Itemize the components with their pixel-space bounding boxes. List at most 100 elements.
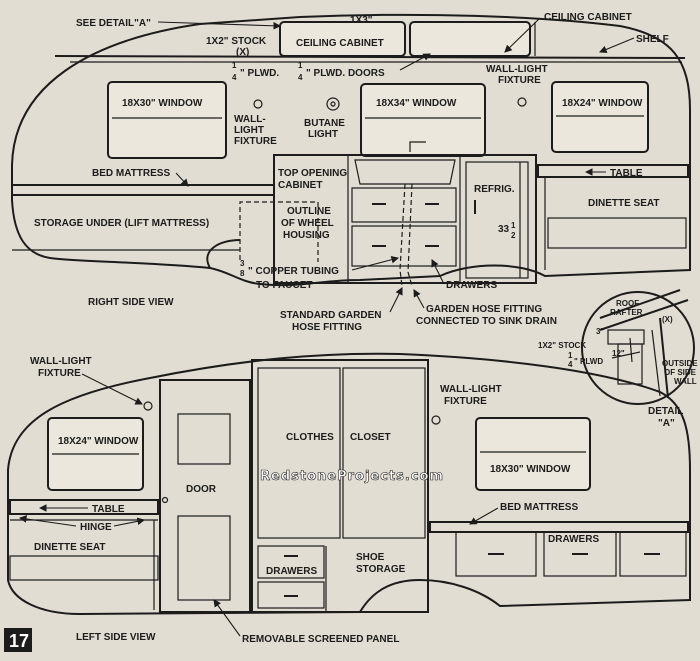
label-detail-plwd: " PLWD: [574, 357, 603, 366]
left-closet: [251, 359, 429, 613]
label-roof-rafter: RAFTER: [610, 308, 643, 317]
left-door: [159, 379, 251, 613]
left-side-view-title: LEFT SIDE VIEW: [76, 632, 156, 643]
svg-text:3: 3: [240, 259, 245, 268]
butane-light-icon: [326, 97, 340, 111]
figure-number-badge: [4, 628, 32, 652]
label-closet: CLOSET: [350, 432, 391, 443]
label-wall-light-fixture-right: FIXTURE: [498, 75, 541, 86]
right-window-18x24: [551, 81, 649, 153]
door-knob-icon: [161, 496, 169, 504]
right-side-view-title: RIGHT SIDE VIEW: [88, 297, 174, 308]
svg-text:4: 4: [568, 360, 573, 369]
svg-text:OUTLINE: OUTLINE: [287, 206, 331, 217]
bed-drawer-1: [455, 531, 537, 577]
label-table-right: TABLE: [610, 168, 643, 179]
closet-drawer-2: [257, 581, 325, 609]
label-window-18x24-left: 18X24" WINDOW: [58, 436, 139, 447]
left-wall-light-mid-icon: [431, 415, 441, 425]
svg-text:1: 1: [568, 351, 573, 360]
right-dinette-seat: [547, 217, 687, 249]
label-standard-hose-fitting: HOSE FITTING: [292, 322, 362, 333]
refrigerator: [465, 161, 529, 279]
label-hose-to-sink-drain: CONNECTED TO SINK DRAIN: [416, 316, 557, 327]
left-trailer-outline: [7, 352, 691, 616]
left-dinette-seat: [9, 555, 159, 581]
label-drawers-bed: DRAWERS: [548, 534, 599, 545]
right-wheel-well: [206, 239, 241, 269]
label-table-left: TABLE: [92, 504, 125, 515]
svg-text:ROOF: ROOF: [616, 299, 639, 308]
svg-text:WALL-LIGHT: WALL-LIGHT: [486, 64, 548, 75]
label-ceiling-cabinet-mid: CEILING CABINET: [296, 38, 384, 49]
detail-a-title: DETAIL: [648, 406, 683, 417]
label-window-18x24-right: 18X24" WINDOW: [562, 98, 643, 109]
label-drawers-left: DRAWERS: [266, 566, 317, 577]
left-window-18x30: [475, 417, 591, 491]
label-detail-1x2-stock: 1X2" STOCK: [538, 341, 586, 350]
label-outside-side-wall: WALL: [674, 377, 697, 386]
right-trailer-outline: [11, 13, 691, 287]
right-ceiling-cabinet-door-a: [279, 21, 406, 57]
label-refrig: REFRIG.: [474, 184, 515, 195]
label-plwd: " PLWD.: [240, 68, 279, 79]
svg-text:1: 1: [298, 61, 303, 70]
copper-tubing: [399, 183, 406, 287]
removable-screened-panel: [177, 515, 231, 601]
label-see-detail: SEE DETAIL"A": [76, 18, 151, 29]
left-table: [9, 499, 159, 515]
right-table: [537, 164, 689, 178]
right-drawer-2: [351, 225, 457, 267]
wheel-housing-outline: [239, 201, 319, 262]
bed-drawer-3: [619, 531, 687, 577]
faucet-icon: [409, 141, 426, 152]
svg-text:TO FAUCET: TO FAUCET: [256, 280, 312, 291]
left-side-view: WALL-LIGHT FIXTURE WALL-LIGHT FIXTURE 18…: [7, 352, 691, 645]
label-1x2-stock: 1X2" STOCK: [206, 36, 267, 47]
left-bed-mattress: [429, 521, 689, 533]
label-copper-tubing: " COPPER TUBING: [248, 266, 339, 277]
detail-a: ROOF RAFTER (X) 3" 1X2" STOCK 12" 1 4 " …: [538, 289, 698, 429]
label-wall-light-mid: FIXTURE: [444, 396, 487, 407]
svg-text:WALL-: WALL-: [234, 114, 266, 125]
svg-text:4: 4: [232, 73, 237, 82]
svg-text:TOP OPENING: TOP OPENING: [278, 168, 347, 179]
sink: [354, 159, 456, 185]
label-plwd-doors: " PLWD. DOORS: [306, 68, 385, 79]
label-detail-3in: 3": [596, 327, 604, 336]
bed-drawer-2: [543, 531, 617, 577]
right-side-view: SEE DETAIL"A" 1X3" CEILING CABINET 1X2" …: [11, 12, 691, 333]
label-bed-mattress-right: BED MATTRESS: [92, 168, 170, 179]
closet-door-left: [257, 367, 341, 539]
svg-text:OF WHEEL: OF WHEEL: [281, 218, 334, 229]
label-removable-screened-panel: REMOVABLE SCREENED PANEL: [242, 634, 399, 645]
label-clothes: CLOTHES: [286, 432, 334, 443]
left-wall-light-icon: [143, 401, 153, 411]
label-door: DOOR: [186, 484, 217, 495]
label-shoe-storage: STORAGE: [356, 564, 406, 575]
svg-text:BUTANE: BUTANE: [304, 118, 345, 129]
label-1x3: 1X3": [350, 15, 373, 26]
right-ceiling-cabinet-door-b: [409, 21, 531, 57]
label-stock-x: (X): [236, 47, 249, 58]
right-kitchen-cabinet: [273, 154, 537, 284]
label-window-18x30-left: 18X30" WINDOW: [490, 464, 571, 475]
svg-text:SHOE: SHOE: [356, 552, 385, 563]
label-detail-x: (X): [662, 315, 673, 324]
door-window: [177, 413, 231, 465]
label-window-18x30-right: 18X30" WINDOW: [122, 98, 203, 109]
figure-number: 17: [9, 631, 29, 651]
svg-text:OUTSIDE: OUTSIDE: [662, 359, 698, 368]
label-storage-under: STORAGE UNDER (LIFT MATTRESS): [34, 218, 209, 229]
watermark: RedstoneProjects.com: [260, 469, 444, 484]
svg-text:WALL-LIGHT: WALL-LIGHT: [440, 384, 502, 395]
right-wall-light-right-icon: [517, 97, 527, 107]
right-window-18x34: [360, 83, 486, 157]
svg-text:8: 8: [240, 269, 245, 278]
closet-door-right: [342, 367, 426, 539]
label-dinette-seat-right: DINETTE SEAT: [588, 198, 659, 209]
label-drawers-right: DRAWERS: [446, 280, 497, 291]
label-wall-light-left: FIXTURE: [38, 368, 81, 379]
